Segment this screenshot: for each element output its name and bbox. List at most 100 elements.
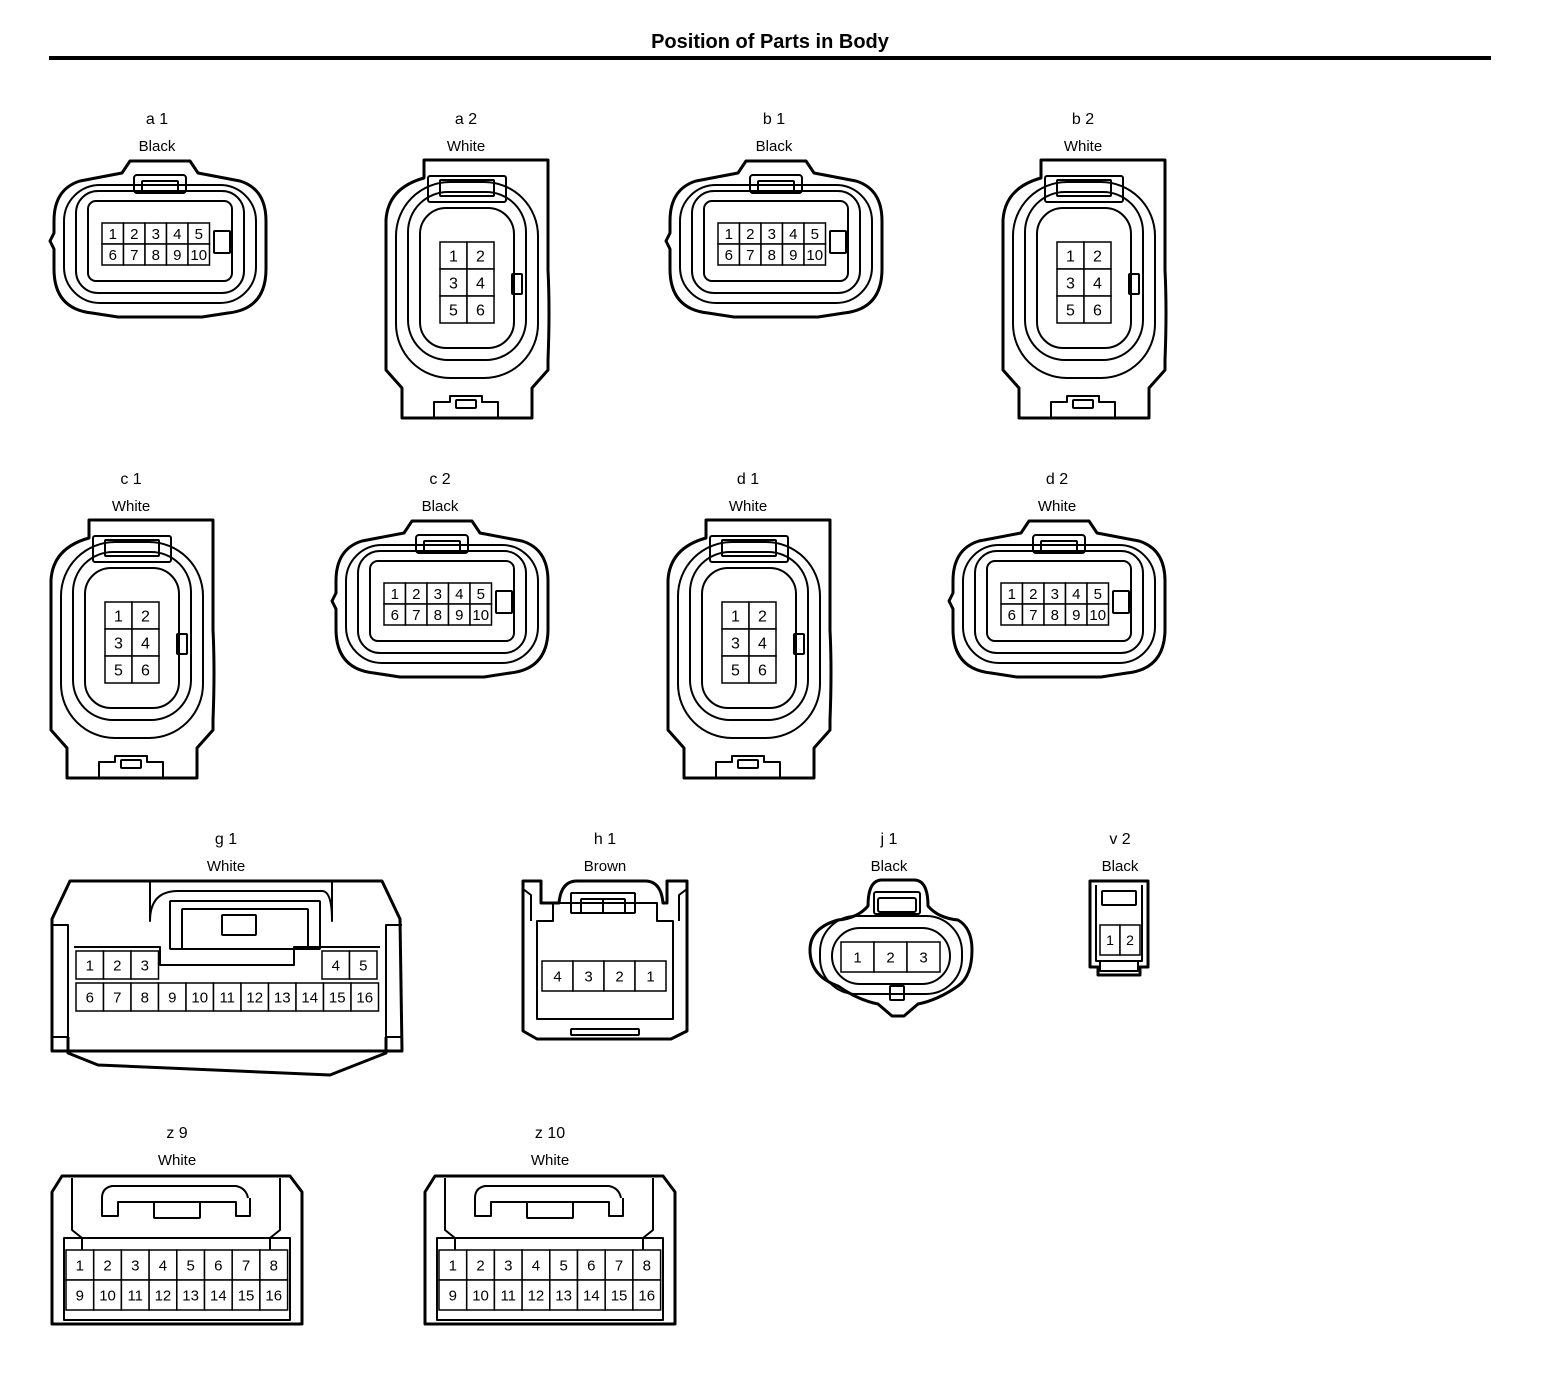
pin-number: 3 bbox=[919, 949, 927, 966]
pin: 7 bbox=[102, 982, 132, 1012]
connector-color: Black bbox=[422, 498, 459, 515]
pin-number: 1 bbox=[86, 957, 94, 974]
pin: 1 bbox=[75, 950, 105, 980]
pin: 7 bbox=[1021, 603, 1045, 626]
pin: 8 bbox=[760, 243, 784, 266]
pin-number: 14 bbox=[210, 1287, 227, 1304]
pin-number: 3 bbox=[768, 226, 776, 243]
connector-id: b 2 bbox=[1072, 111, 1094, 128]
pin: 2 bbox=[1119, 924, 1141, 956]
connector-id: h 1 bbox=[594, 831, 616, 848]
pin: 2 bbox=[465, 1249, 496, 1281]
pin: 8 bbox=[426, 603, 450, 626]
pin-number: 4 bbox=[159, 1257, 167, 1274]
pin-number: 6 bbox=[1008, 607, 1016, 624]
pin: 14 bbox=[295, 982, 325, 1012]
pin: 2 bbox=[122, 222, 146, 245]
pin-number: 5 bbox=[1094, 586, 1102, 603]
pin-number: 3 bbox=[141, 957, 149, 974]
pin: 13 bbox=[267, 982, 297, 1012]
pin-number: 3 bbox=[131, 1257, 139, 1274]
pin: 7 bbox=[122, 243, 146, 266]
pin: 12 bbox=[240, 982, 270, 1012]
pin-number: 4 bbox=[532, 1257, 540, 1274]
pin-number: 12 bbox=[155, 1287, 172, 1304]
pin-number: 2 bbox=[1126, 932, 1134, 948]
pin-number: 16 bbox=[356, 989, 373, 1006]
pin-number: 13 bbox=[182, 1287, 199, 1304]
pin-number: 6 bbox=[587, 1257, 595, 1274]
connector-id: b 1 bbox=[763, 111, 785, 128]
pin-number: 10 bbox=[472, 607, 489, 624]
connector-id: j 1 bbox=[880, 831, 898, 848]
pin-number: 4 bbox=[1072, 586, 1080, 603]
pin: 3 bbox=[572, 960, 605, 992]
pin-number: 8 bbox=[768, 247, 776, 264]
pin-number: 6 bbox=[758, 662, 767, 679]
pin-number: 1 bbox=[853, 949, 861, 966]
pin-number: 6 bbox=[391, 607, 399, 624]
pin-number: 5 bbox=[731, 662, 740, 679]
pin-number: 3 bbox=[504, 1257, 512, 1274]
connector-id: d 2 bbox=[1046, 471, 1068, 488]
pin-number: 7 bbox=[412, 607, 420, 624]
pin: 10 bbox=[187, 243, 211, 266]
pin: 5 bbox=[1056, 295, 1085, 324]
pin: 9 bbox=[157, 982, 187, 1012]
pin-number: 7 bbox=[615, 1257, 623, 1274]
pin-number: 11 bbox=[219, 989, 235, 1006]
pin-number: 3 bbox=[1051, 586, 1059, 603]
pin-number: 4 bbox=[789, 226, 797, 243]
pin-number: 6 bbox=[86, 989, 94, 1006]
pin: 11 bbox=[212, 982, 242, 1012]
pin: 3 bbox=[493, 1249, 523, 1281]
pin-number: 7 bbox=[242, 1257, 250, 1274]
pin-number: 10 bbox=[1089, 607, 1106, 624]
pin: 1 bbox=[1000, 582, 1024, 605]
pin: 3 bbox=[144, 222, 168, 245]
pin: 1 bbox=[840, 941, 875, 973]
pin: 2 bbox=[603, 960, 636, 992]
pin-number: 2 bbox=[476, 1257, 484, 1274]
pin: 9 bbox=[165, 243, 189, 266]
pin: 13 bbox=[176, 1279, 206, 1311]
pin: 3 bbox=[104, 628, 133, 657]
pin: 2 bbox=[404, 582, 428, 605]
page-title: Position of Parts in Body bbox=[651, 31, 889, 53]
pin: 2 bbox=[131, 601, 160, 630]
pin: 16 bbox=[350, 982, 380, 1012]
pin-number: 8 bbox=[152, 247, 160, 264]
connector-color: Black bbox=[1102, 858, 1139, 875]
connector-color: Black bbox=[756, 138, 793, 155]
pin-number: 1 bbox=[449, 1257, 457, 1274]
pin: 10 bbox=[92, 1279, 123, 1311]
pin-number: 9 bbox=[173, 247, 181, 264]
pin: 3 bbox=[120, 1249, 150, 1281]
pin-number: 4 bbox=[332, 957, 340, 974]
pin: 2 bbox=[1083, 241, 1112, 270]
pin-number: 9 bbox=[168, 989, 176, 1006]
connector-id: d 1 bbox=[737, 471, 759, 488]
pin-number: 13 bbox=[274, 989, 291, 1006]
connector-color: White bbox=[729, 498, 767, 515]
pin: 5 bbox=[104, 655, 133, 684]
pin-number: 5 bbox=[1066, 302, 1075, 319]
pin-number: 3 bbox=[584, 968, 592, 985]
pin-number: 1 bbox=[1106, 932, 1114, 948]
pin: 10 bbox=[465, 1279, 496, 1311]
pin: 10 bbox=[185, 982, 215, 1012]
pin-number: 9 bbox=[1072, 607, 1080, 624]
pin: 5 bbox=[549, 1249, 579, 1281]
pin-number: 4 bbox=[476, 275, 485, 292]
pin-number: 8 bbox=[270, 1257, 278, 1274]
pin: 4 bbox=[541, 960, 574, 992]
pin: 16 bbox=[632, 1279, 662, 1311]
pin-number: 8 bbox=[1051, 607, 1059, 624]
pin-number: 7 bbox=[113, 989, 121, 1006]
